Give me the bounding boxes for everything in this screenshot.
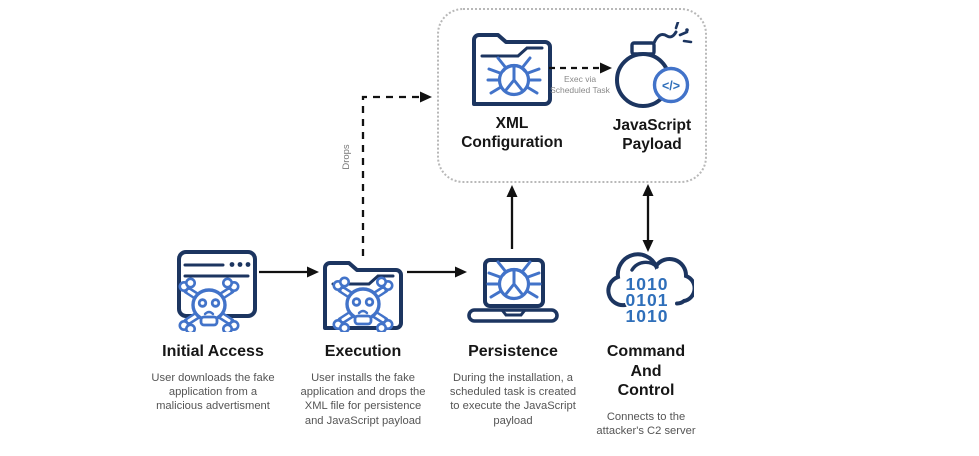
cloud-binary-icon: 1010 0101 1010: [571, 244, 721, 332]
laptop-bug-icon: [438, 244, 588, 332]
folder-bug-icon: [447, 18, 577, 108]
stage-description: Connects to the attacker's C2 server: [596, 410, 696, 437]
javascript-payload-node: </> JavaScript Payload: [593, 20, 711, 155]
browser-skull-icon: [138, 244, 288, 332]
stage-description: User installs the fake application and d…: [300, 371, 426, 427]
stage-description: During the installation, a scheduled tas…: [449, 371, 577, 427]
xml-configuration-label: XML Configuration: [461, 115, 563, 152]
binary-row: 0101: [626, 290, 669, 310]
xml-configuration-node: XML Configuration: [447, 18, 577, 153]
stage-command-and-control: 1010 0101 1010 Command And Control Conne…: [571, 244, 721, 438]
stage-title: Initial Access: [162, 343, 264, 360]
exec-via-scheduled-task-label: Exec via Scheduled Task: [550, 74, 610, 96]
arrow-drops-dashed: [361, 91, 432, 256]
stage-title: Persistence: [468, 343, 558, 360]
stage-persistence: Persistence During the installation, a s…: [438, 244, 588, 428]
stage-description: User downloads the fake application from…: [151, 371, 275, 413]
bomb-code-icon: </>: [593, 20, 711, 110]
binary-row: 1010: [626, 306, 669, 326]
stage-title: Command And Control: [606, 343, 686, 400]
code-badge-glyph: </>: [662, 79, 680, 93]
drops-arrow-label: Drops: [341, 144, 352, 170]
folder-skull-icon: [288, 244, 438, 332]
stage-execution: Execution User installs the fake applica…: [288, 244, 438, 428]
javascript-payload-label: JavaScript Payload: [612, 117, 692, 154]
payload-detail-box: XML Configuration </> JavaScript Payload: [437, 8, 707, 183]
stage-initial-access: Initial Access User downloads the fake a…: [138, 244, 288, 414]
stage-title: Execution: [324, 343, 402, 360]
binary-row: 1010: [626, 274, 669, 294]
